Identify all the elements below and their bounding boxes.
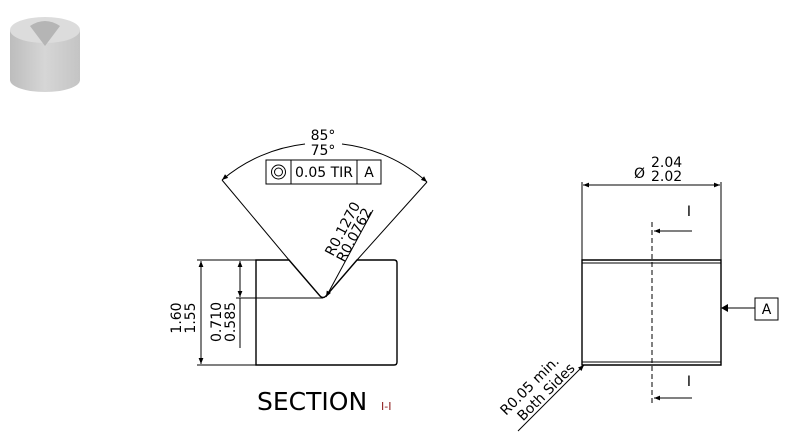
section-marker-top: I xyxy=(687,204,691,220)
part-thumbnail xyxy=(10,17,80,92)
side-body xyxy=(581,259,722,366)
section-view: 85° 75° 0.05 TIR A R0.1270 R0.0762 1.60 … xyxy=(169,128,428,416)
datum-feature: A xyxy=(721,297,779,321)
side-view: Ø 2.04 2.02 I I A R0.05 min. Both Sides xyxy=(498,155,779,432)
datum-label: A xyxy=(762,302,772,318)
concentricity-icon xyxy=(271,164,286,180)
height-max: 1.60 xyxy=(169,302,185,333)
diameter-max: 2.04 xyxy=(651,155,682,171)
angle-arc xyxy=(221,143,306,181)
diameter-min: 2.02 xyxy=(651,169,682,185)
angle-min: 75° xyxy=(311,143,336,159)
section-title: SECTION xyxy=(257,387,367,416)
depth-max: 0.710 xyxy=(209,302,225,342)
feature-control-frame: 0.05 TIR A xyxy=(265,159,382,185)
fcf-tolerance: 0.05 TIR xyxy=(295,165,353,181)
section-id: I-I xyxy=(381,400,391,413)
depth-min: 0.585 xyxy=(223,302,239,342)
diameter-symbol: Ø xyxy=(634,166,645,182)
angle-max: 85° xyxy=(311,128,336,144)
fcf-datum: A xyxy=(364,165,374,181)
height-min: 1.55 xyxy=(183,302,199,333)
section-marker-bottom: I xyxy=(687,374,691,390)
section-body xyxy=(255,259,398,366)
